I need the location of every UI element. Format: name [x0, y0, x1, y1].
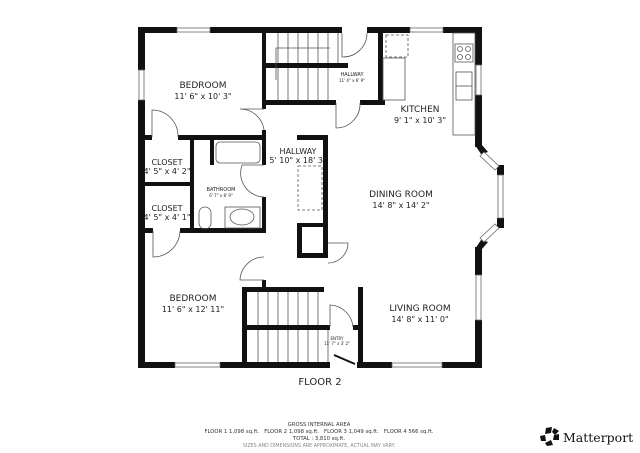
floor-title: FLOOR 2	[298, 377, 341, 388]
room-name: ENTRY	[331, 336, 344, 341]
sink	[229, 208, 255, 226]
room-size: 11' 4" x 6' 9"	[339, 78, 365, 83]
room-labels: BEDROOM 11' 6" x 10' 3" KITCHEN 9' 1" x …	[143, 72, 450, 388]
room-name: HALLWAY	[280, 147, 317, 156]
room-name: BATHROOM	[207, 187, 236, 193]
area-heading: GROSS INTERNAL AREA	[288, 422, 351, 428]
room-name: CLOSET	[151, 204, 182, 213]
brand-name: Matterport	[563, 430, 633, 445]
matterport-logo-icon	[540, 427, 559, 446]
area-floors: FLOOR 1 1,098 sq.ft. FLOOR 2 1,098 sq.ft…	[204, 429, 433, 435]
room-name: BEDROOM	[180, 81, 227, 91]
room-size: 6' 7" x 8' 9"	[209, 193, 233, 198]
room-size: 4' 5" x 4' 1"	[143, 213, 190, 222]
room-name: KITCHEN	[401, 105, 440, 115]
disclaimer: SIZES AND DIMENSIONS ARE APPROXIMATE, AC…	[243, 443, 395, 449]
vanity	[224, 206, 261, 229]
room-size: 14' 8" x 14' 2"	[372, 201, 429, 210]
bathtub	[215, 141, 261, 164]
windows	[138, 27, 482, 368]
room-size: 11' 7" x 3' 2"	[324, 341, 350, 346]
fixtures	[198, 32, 476, 230]
stove-icon	[454, 43, 474, 63]
room-size: 5' 10" x 18' 3"	[269, 156, 326, 165]
room-size: 4' 5" x 4' 2"	[143, 167, 190, 176]
hallway-table	[297, 165, 323, 211]
room-size: 11' 6" x 10' 3"	[174, 92, 231, 101]
matterport-logo: Matterport	[540, 427, 633, 446]
footer: GROSS INTERNAL AREA FLOOR 1 1,098 sq.ft.…	[204, 422, 433, 449]
stairs	[257, 33, 339, 362]
room-name: HALLWAY	[340, 72, 364, 78]
doors	[151, 32, 368, 365]
room-name: CLOSET	[151, 158, 182, 167]
kitchen-appliance	[385, 34, 409, 58]
room-size: 9' 1" x 10' 3"	[394, 116, 446, 125]
room-name: BEDROOM	[170, 294, 217, 304]
kitchen-counter	[452, 32, 476, 136]
toilet	[198, 206, 212, 230]
room-name: LIVING ROOM	[389, 304, 450, 314]
room-name: DINING ROOM	[369, 190, 433, 200]
room-size: 11' 6" x 12' 11"	[162, 305, 224, 314]
room-size: 14' 8" x 11' 0"	[391, 315, 448, 324]
refrigerator	[382, 57, 406, 101]
walls	[138, 27, 504, 368]
area-total: TOTAL : 3,810 sq.ft.	[292, 436, 345, 442]
